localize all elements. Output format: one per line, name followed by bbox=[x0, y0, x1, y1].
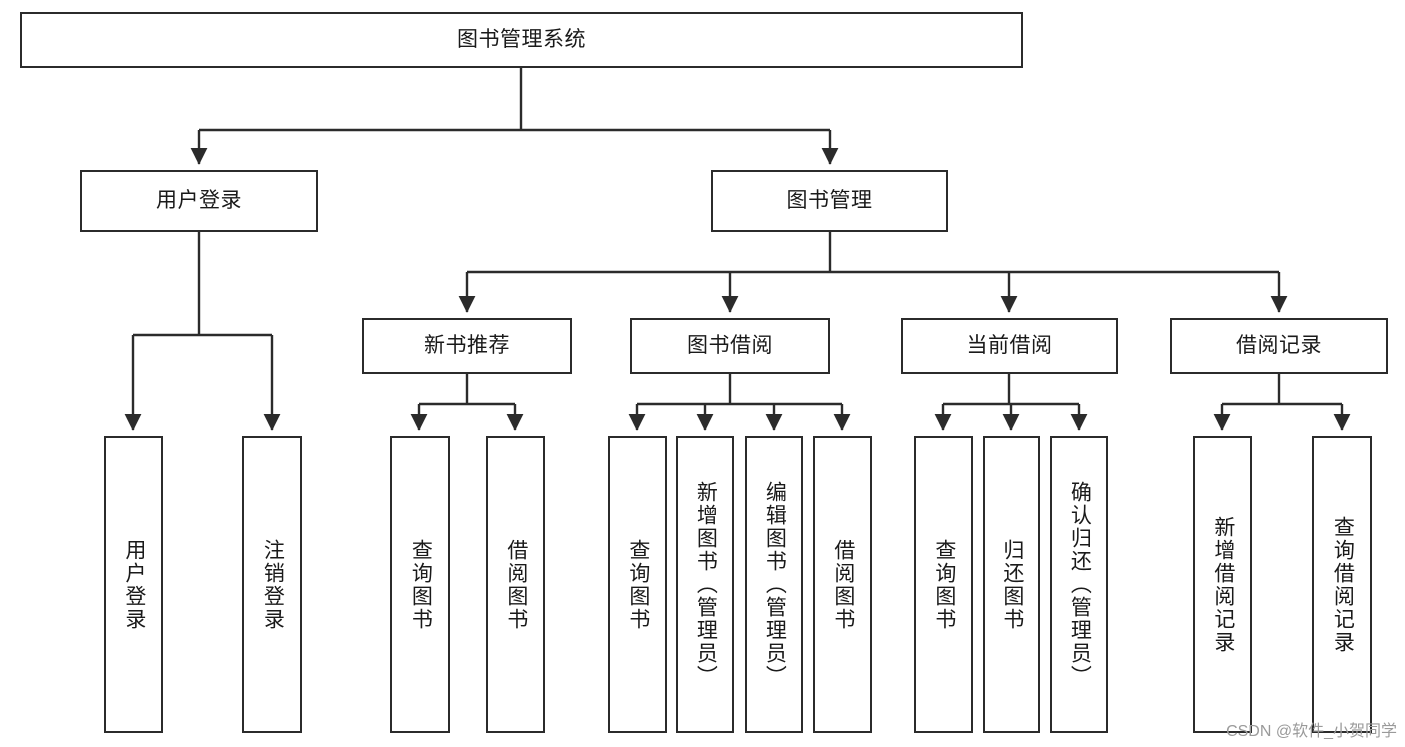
node-current-borrow[interactable]: 当前借阅 bbox=[901, 318, 1118, 374]
node-book-manage-label: 图书管理 bbox=[786, 189, 873, 213]
node-leaf-query-book-3[interactable]: 查询图书 bbox=[914, 436, 973, 733]
node-book-borrow-label: 图书借阅 bbox=[687, 334, 773, 358]
node-borrow-record[interactable]: 借阅记录 bbox=[1170, 318, 1388, 374]
node-leaf-add-book-admin[interactable]: 新增图书（管理员） bbox=[676, 436, 734, 733]
node-leaf-return-book[interactable]: 归还图书 bbox=[983, 436, 1040, 733]
node-root[interactable]: 图书管理系统 bbox=[20, 12, 1023, 68]
node-borrow-record-label: 借阅记录 bbox=[1236, 334, 1322, 358]
node-book-borrow[interactable]: 图书借阅 bbox=[630, 318, 830, 374]
node-user-login-label: 用户登录 bbox=[156, 189, 242, 213]
node-leaf-query-book-1-label: 查询图书 bbox=[409, 538, 433, 631]
node-leaf-query-book-2[interactable]: 查询图书 bbox=[608, 436, 667, 733]
node-leaf-query-book-2-label: 查询图书 bbox=[626, 538, 650, 631]
node-leaf-query-book-3-label: 查询图书 bbox=[932, 538, 956, 631]
node-leaf-edit-book-admin-label: 编辑图书（管理员） bbox=[763, 481, 787, 688]
node-leaf-add-book-admin-label: 新增图书（管理员） bbox=[694, 481, 718, 688]
node-leaf-user-logout[interactable]: 注销登录 bbox=[242, 436, 302, 733]
node-leaf-confirm-return-admin-label: 确认归还（管理员） bbox=[1068, 481, 1092, 688]
node-leaf-user-login-label: 用户登录 bbox=[122, 538, 146, 631]
node-leaf-add-borrow-record-label: 新增借阅记录 bbox=[1211, 515, 1235, 654]
node-leaf-user-logout-label: 注销登录 bbox=[261, 538, 285, 631]
node-leaf-borrow-book-1[interactable]: 借阅图书 bbox=[486, 436, 545, 733]
node-leaf-user-login[interactable]: 用户登录 bbox=[104, 436, 163, 733]
node-leaf-confirm-return-admin[interactable]: 确认归还（管理员） bbox=[1050, 436, 1108, 733]
node-new-book-recommend[interactable]: 新书推荐 bbox=[362, 318, 572, 374]
node-new-book-recommend-label: 新书推荐 bbox=[424, 334, 510, 358]
node-current-borrow-label: 当前借阅 bbox=[966, 334, 1053, 358]
csdn-watermark: CSDN @软件_小贺同学 bbox=[1226, 723, 1397, 740]
node-leaf-query-borrow-record-label: 查询借阅记录 bbox=[1331, 515, 1355, 654]
node-leaf-add-borrow-record[interactable]: 新增借阅记录 bbox=[1193, 436, 1252, 733]
node-leaf-query-book-1[interactable]: 查询图书 bbox=[390, 436, 450, 733]
node-leaf-borrow-book-1-label: 借阅图书 bbox=[504, 538, 528, 631]
node-root-label: 图书管理系统 bbox=[457, 28, 586, 52]
node-user-login[interactable]: 用户登录 bbox=[80, 170, 318, 232]
node-leaf-return-book-label: 归还图书 bbox=[1000, 538, 1024, 631]
node-book-manage[interactable]: 图书管理 bbox=[711, 170, 948, 232]
node-leaf-borrow-book-2-label: 借阅图书 bbox=[831, 538, 855, 631]
node-leaf-borrow-book-2[interactable]: 借阅图书 bbox=[813, 436, 872, 733]
node-leaf-query-borrow-record[interactable]: 查询借阅记录 bbox=[1312, 436, 1372, 733]
node-leaf-edit-book-admin[interactable]: 编辑图书（管理员） bbox=[745, 436, 803, 733]
